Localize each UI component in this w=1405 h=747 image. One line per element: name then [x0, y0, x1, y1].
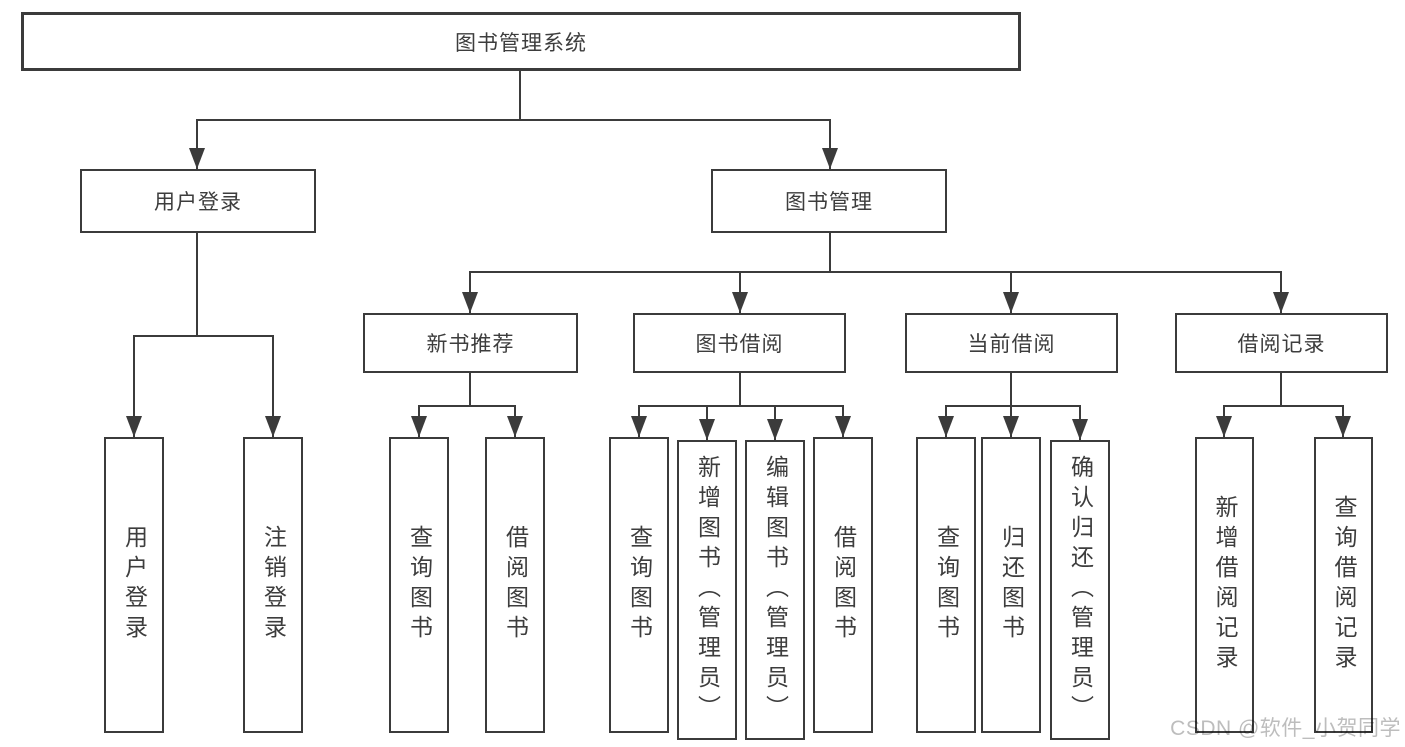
arrowhead-icon [189, 148, 205, 169]
arrowhead-icon [1273, 292, 1289, 313]
leaf-return-books: 归还图书 [981, 437, 1041, 733]
node-current-borrow-label: 当前借阅 [967, 333, 1056, 356]
leaf-recommend-borrow-books: 借阅图书 [485, 437, 545, 733]
connector-line [829, 119, 831, 169]
arrowhead-icon [1003, 292, 1019, 313]
leaf-logout-label: 注销登录 [260, 525, 287, 645]
connector-line [519, 70, 521, 120]
leaf-recommend-query-books-label: 查询图书 [406, 525, 433, 645]
leaf-recommend-query-books: 查询图书 [389, 437, 449, 733]
leaf-confirm-return-admin-label: 确认归还（管理员） [1067, 455, 1094, 725]
connector-line [1010, 373, 1012, 406]
arrowhead-icon [835, 416, 851, 437]
node-borrow-records-label: 借阅记录 [1237, 333, 1326, 356]
connector-line [1280, 373, 1282, 406]
arrowhead-icon [1072, 419, 1088, 440]
connector-line [196, 233, 198, 336]
arrowhead-icon [1003, 416, 1019, 437]
arrowhead-icon [462, 292, 478, 313]
node-user-login-label: 用户登录 [154, 191, 242, 214]
leaf-confirm-return-admin: 确认归还（管理员） [1050, 440, 1110, 740]
leaf-user-login: 用户登录 [104, 437, 164, 733]
leaf-current-query-books-label: 查询图书 [933, 525, 960, 645]
arrowhead-icon [699, 419, 715, 440]
connector-line [133, 335, 274, 337]
connector-line [469, 271, 1282, 273]
arrowhead-icon [732, 292, 748, 313]
node-root: 图书管理系统 [21, 12, 1021, 71]
arrowhead-icon [822, 148, 838, 169]
connector-line [133, 335, 135, 437]
connector-line [469, 373, 471, 406]
leaf-add-borrow-record: 新增借阅记录 [1195, 437, 1254, 733]
arrowhead-icon [1335, 416, 1351, 437]
arrowhead-icon [411, 416, 427, 437]
arrowhead-icon [126, 416, 142, 437]
connector-line [739, 373, 741, 406]
node-book-manage: 图书管理 [711, 169, 947, 233]
connector-line [196, 119, 831, 121]
leaf-recommend-borrow-books-label: 借阅图书 [502, 525, 529, 645]
leaf-query-borrow-record: 查询借阅记录 [1314, 437, 1373, 733]
node-book-borrow: 图书借阅 [633, 313, 846, 373]
leaf-borrow-books: 借阅图书 [813, 437, 873, 733]
arrowhead-icon [1216, 416, 1232, 437]
node-new-book-recommend: 新书推荐 [363, 313, 578, 373]
leaf-add-books-admin-label: 新增图书（管理员） [694, 455, 721, 725]
node-book-borrow-label: 图书借阅 [695, 333, 784, 356]
connector-line [945, 405, 1081, 407]
leaf-return-books-label: 归还图书 [998, 525, 1025, 645]
arrowhead-icon [767, 419, 783, 440]
leaf-logout: 注销登录 [243, 437, 303, 733]
leaf-borrow-query-books: 查询图书 [609, 437, 669, 733]
arrowhead-icon [265, 416, 281, 437]
connector-line [196, 119, 198, 169]
connector-line [418, 405, 516, 407]
leaf-edit-books-admin-label: 编辑图书（管理员） [762, 455, 789, 725]
connector-line [1223, 405, 1344, 407]
leaf-edit-books-admin: 编辑图书（管理员） [745, 440, 805, 740]
leaf-add-books-admin: 新增图书（管理员） [677, 440, 737, 740]
leaf-query-borrow-record-label: 查询借阅记录 [1331, 495, 1357, 675]
leaf-borrow-books-label: 借阅图书 [830, 525, 857, 645]
leaf-current-query-books: 查询图书 [916, 437, 976, 733]
node-book-manage-label: 图书管理 [785, 191, 873, 214]
leaf-user-login-label: 用户登录 [121, 525, 148, 645]
arrowhead-icon [631, 416, 647, 437]
node-borrow-records: 借阅记录 [1175, 313, 1388, 373]
connector-line [272, 335, 274, 437]
node-new-book-recommend-label: 新书推荐 [426, 333, 515, 356]
leaf-add-borrow-record-label: 新增借阅记录 [1212, 495, 1238, 675]
node-current-borrow: 当前借阅 [905, 313, 1118, 373]
node-root-label: 图书管理系统 [455, 31, 587, 55]
arrowhead-icon [938, 416, 954, 437]
leaf-borrow-query-books-label: 查询图书 [626, 525, 653, 645]
arrowhead-icon [507, 416, 523, 437]
connector-line [638, 405, 844, 407]
node-user-login: 用户登录 [80, 169, 316, 233]
connector-line [829, 233, 831, 272]
